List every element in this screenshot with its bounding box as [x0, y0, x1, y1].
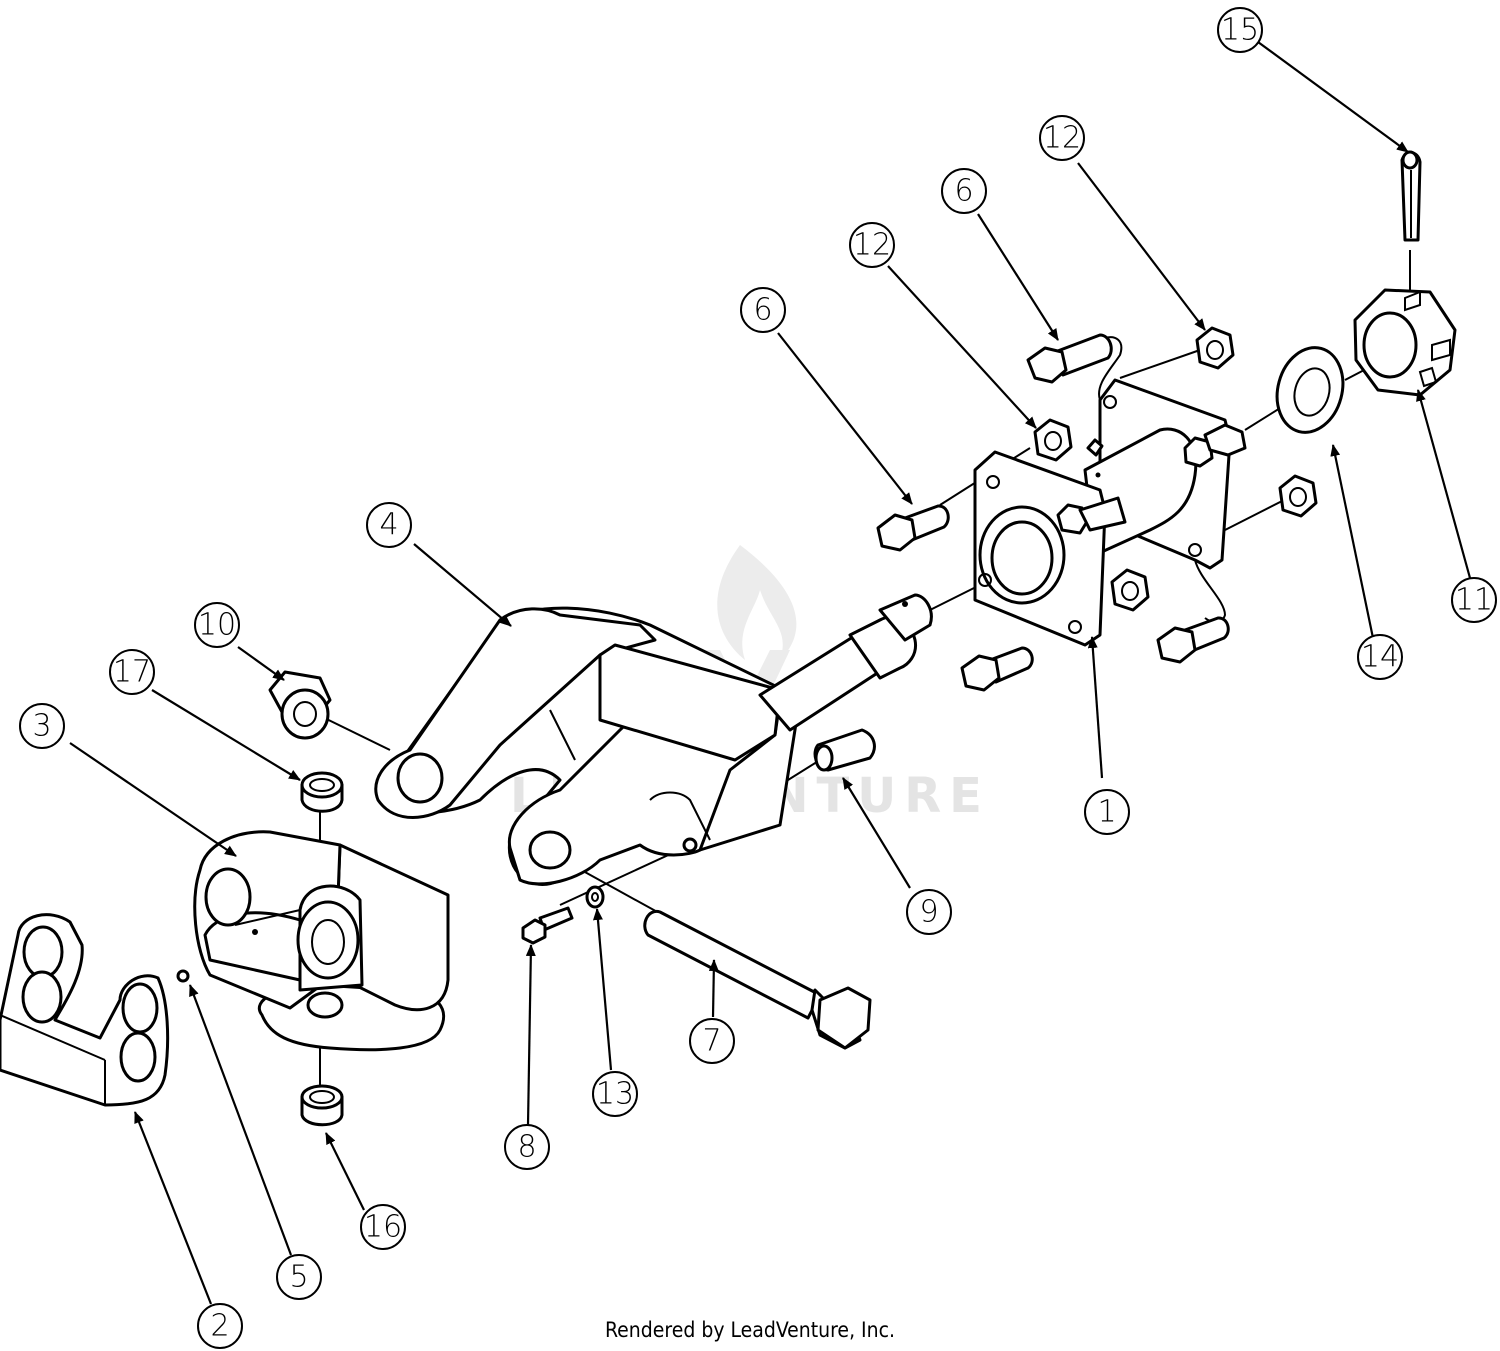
- render-credit: Rendered by LeadVenture, Inc.: [605, 1318, 895, 1342]
- callout-label: 14: [1361, 640, 1399, 675]
- part-16-bushing: [300, 1084, 344, 1127]
- callout-label: 8: [517, 1130, 536, 1165]
- callout-label: 11: [1455, 583, 1493, 618]
- callout-label: 15: [1221, 13, 1259, 48]
- callout-label: 2: [210, 1309, 229, 1344]
- callout-label: 3: [32, 709, 51, 744]
- part-4-pivot-yoke: [374, 606, 802, 886]
- callout-12[interactable]: 12: [1039, 115, 1085, 161]
- part-4-shaft: [758, 593, 933, 732]
- part-6-bolts: [876, 333, 1230, 692]
- callout-label: 9: [919, 895, 938, 930]
- callout-13[interactable]: 13: [592, 1071, 638, 1117]
- callout-4[interactable]: 4: [366, 502, 412, 548]
- callout-label: 1: [1097, 795, 1116, 830]
- part-2-bracket: [0, 913, 170, 1107]
- part-5-grease-fitting: [176, 969, 190, 983]
- part-17-bushing: [300, 771, 344, 813]
- callout-5[interactable]: 5: [276, 1254, 322, 1300]
- part-9-roll-pin: [813, 728, 876, 772]
- callout-17[interactable]: 17: [109, 649, 155, 695]
- callout-14[interactable]: 14: [1357, 634, 1403, 680]
- callout-10[interactable]: 10: [194, 602, 240, 648]
- callout-label: 12: [1043, 121, 1081, 156]
- part-8-screw: [521, 906, 574, 945]
- callout-label: 5: [289, 1260, 308, 1295]
- part-10-flange-nut: [268, 670, 332, 740]
- callout-12[interactable]: 12: [849, 222, 895, 268]
- callout-8[interactable]: 8: [504, 1124, 550, 1170]
- part-15-cotter-pin: [1400, 150, 1422, 242]
- callout-6[interactable]: 6: [941, 168, 987, 214]
- callout-11[interactable]: 11: [1451, 577, 1497, 623]
- callout-15[interactable]: 15: [1217, 7, 1263, 53]
- callout-16[interactable]: 16: [360, 1204, 406, 1250]
- callout-6[interactable]: 6: [740, 287, 786, 333]
- leader-lines: [69, 41, 1472, 1305]
- callout-balloons: 15 12 6 12 6 4 10 17 3 1 14 11 9 7 8 13 …: [19, 7, 1497, 1349]
- part-7-pin-bolt: [643, 909, 872, 1050]
- callout-label: 4: [379, 508, 398, 543]
- part-14-washer: [1275, 346, 1345, 434]
- callout-label: 17: [113, 655, 151, 690]
- callout-label: 6: [753, 293, 772, 328]
- part-1-bearing-housing: [973, 336, 1247, 647]
- part-11-castle-nut: [1353, 288, 1457, 397]
- callout-label: 12: [853, 228, 891, 263]
- callout-2[interactable]: 2: [197, 1303, 243, 1349]
- callout-label: 16: [364, 1210, 402, 1245]
- callout-1[interactable]: 1: [1084, 789, 1130, 835]
- callout-label: 10: [198, 608, 236, 643]
- part-3-swivel-housing: [193, 830, 450, 1052]
- callout-label: 7: [702, 1024, 721, 1059]
- callout-7[interactable]: 7: [689, 1018, 735, 1064]
- callout-label: 13: [596, 1077, 634, 1112]
- callout-label: 6: [954, 174, 973, 209]
- callout-9[interactable]: 9: [906, 889, 952, 935]
- part-13-lock-washer: [585, 885, 605, 909]
- callout-3[interactable]: 3: [19, 703, 65, 749]
- part-12-flange-nuts: [1033, 326, 1318, 612]
